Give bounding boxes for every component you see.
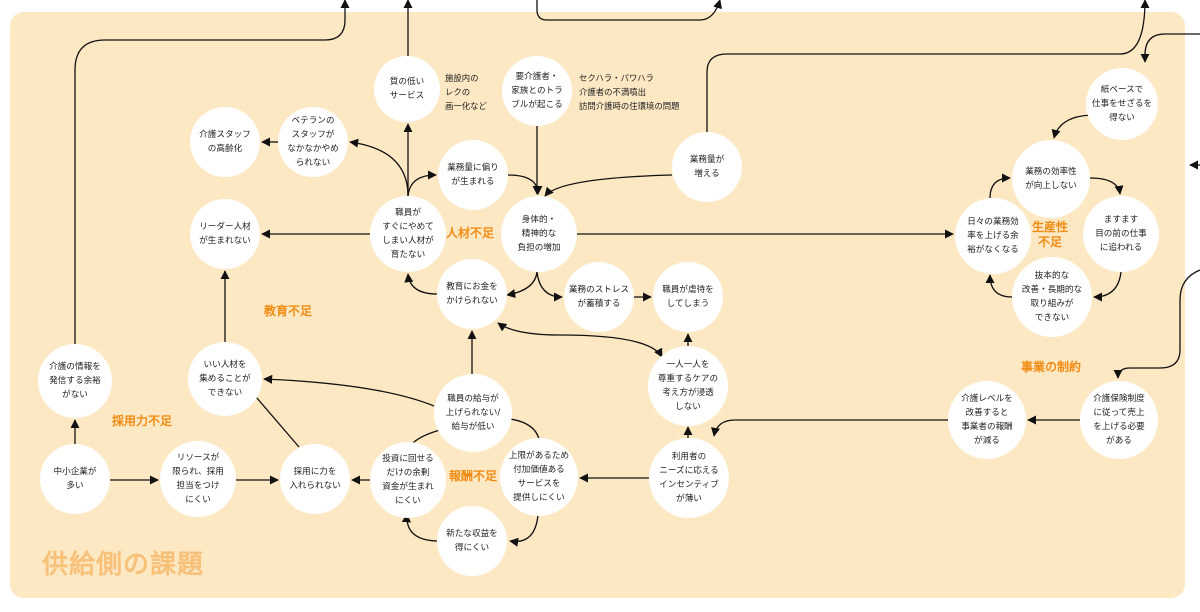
category-jigyo: 事業の制約 [1021,360,1082,374]
category-jinzai: 人材不足 [446,226,495,240]
arrow-katayori-shinshin [507,174,543,195]
node-hitori: 一人一人を 尊重するケアの 考え方が浸透 しない [648,346,728,426]
node-masumasu: ますます 目の前の仕事 に追われる [1083,196,1159,272]
node-kaigolevel: 介護レベルを 改善すると 事業者の報酬 が減る [948,381,1026,459]
node-veteran: ベテランの スタッフが なかなかやめ られない [278,107,348,177]
node-shitsu: 質の低い サービス [374,56,440,122]
node-kyoiku-kane: 教育にお金を かけられない [437,259,507,329]
node-yokaigo: 要介護者・ 家族とのトラ ブルが起こる [502,56,572,126]
node-iijinzai: いい人材を 集めることが できない [188,342,262,416]
arrow-jogen-shinki [509,514,539,547]
arrow-gyomuryo-top [706,0,1150,132]
node-koritsu: 業務の効率性 が向上しない [1012,140,1090,218]
node-shinshin: 身体的・ 精神的な 負担の増加 [501,196,577,272]
category-hoshu: 報酬不足 [449,469,498,483]
arrow-shinshin-stress [536,271,563,302]
node-hibi: 日々の業務効 率を上げる余 裕がなくなる [955,198,1031,274]
node-riyosha: 利用者の ニーズに応える インセンティブ が薄い [649,438,729,518]
node-gyomuryo: 業務量が 増える [672,132,742,202]
node-shinki: 新たな収益を 得にくい [437,506,507,576]
node-hoken: 介護保険制度 に従って売上 を上げる必要 がある [1080,381,1158,459]
node-stress: 業務のストレス が蓄積する [564,262,634,332]
node-leader: リーダー人材 が生まれない [190,199,260,269]
arrow-hibi-koritsu [989,173,1011,199]
node-gyakutai: 職員が虐待を してしまう [653,262,723,332]
diagram-title: 供給側の課題 [42,550,205,580]
arrow-edge-hoken [1113,269,1200,379]
arrow-shinshin-kyoikukane [506,271,538,299]
node-kyuyo: 職員の給与が 上げられない/ 給与が低い [434,374,512,452]
node-saiyo-chikara: 採用に力を 入れられない [280,444,350,514]
arrow-koritsu-masumasu [1089,177,1124,195]
arrow-hitori-kyoikukane [497,322,663,358]
node-resource: リソースが 限られ、採用 担当をつけ にくい [160,441,236,517]
arrow-edge-kamibase [1140,33,1200,63]
arrow-shokuin-veteran [349,138,409,197]
arrow-shinki-toshi [401,513,438,542]
node-bappon: 抜本的な 改善・長期的な 取り組みが できない [1012,257,1092,337]
note-sekuhara: セクハラ・パワハラ 介護者の不満噴出 訪問介護時の住環境の問題 [579,73,680,111]
node-kamibase: 紙ベースで 仕事をせざるを 得ない [1086,68,1158,140]
node-johohasshin: 介護の情報を 発信する余裕 がない [38,344,112,418]
arrow-masumasu-bappon [1093,271,1122,302]
arrow-kaigolevel-riyosha [711,419,948,437]
category-saiyo: 採用力不足 [112,414,173,428]
node-katayori: 業務量に偏り が生まれる [438,140,508,210]
note-shisetsu: 施設内の レクの 画一化など [445,73,487,111]
node-koureika: 介護スタッフ の高齢化 [190,107,260,177]
arrow-kyuyo-iijinzai [263,374,435,407]
arrow-saiyo-iijinzai [249,389,300,448]
arrow-johohasshin-top [74,0,350,344]
node-jogen: 上限があるため 付加価値ある サービスを 提供しにくい [500,438,578,516]
arrow-top-sekuhara [536,0,723,21]
category-seisansei: 生産性 不足 [1032,220,1069,249]
arrow-gyomuryo-shinshin [544,174,673,197]
arrow-shokuin-katayori [407,170,437,197]
arrow-kyoikukane-shokuin [404,273,438,295]
arrow-bappon-hibi [985,274,1013,298]
node-toshi: 投資に回せる だけの余剰 資金が生まれ にくい [370,442,446,518]
category-kyoiku: 教育不足 [264,304,313,318]
node-shokuin-yameru: 職員が すぐにやめて しまい人材が 育たない [370,196,446,272]
node-chusho: 中小企業が 多い [40,444,110,514]
